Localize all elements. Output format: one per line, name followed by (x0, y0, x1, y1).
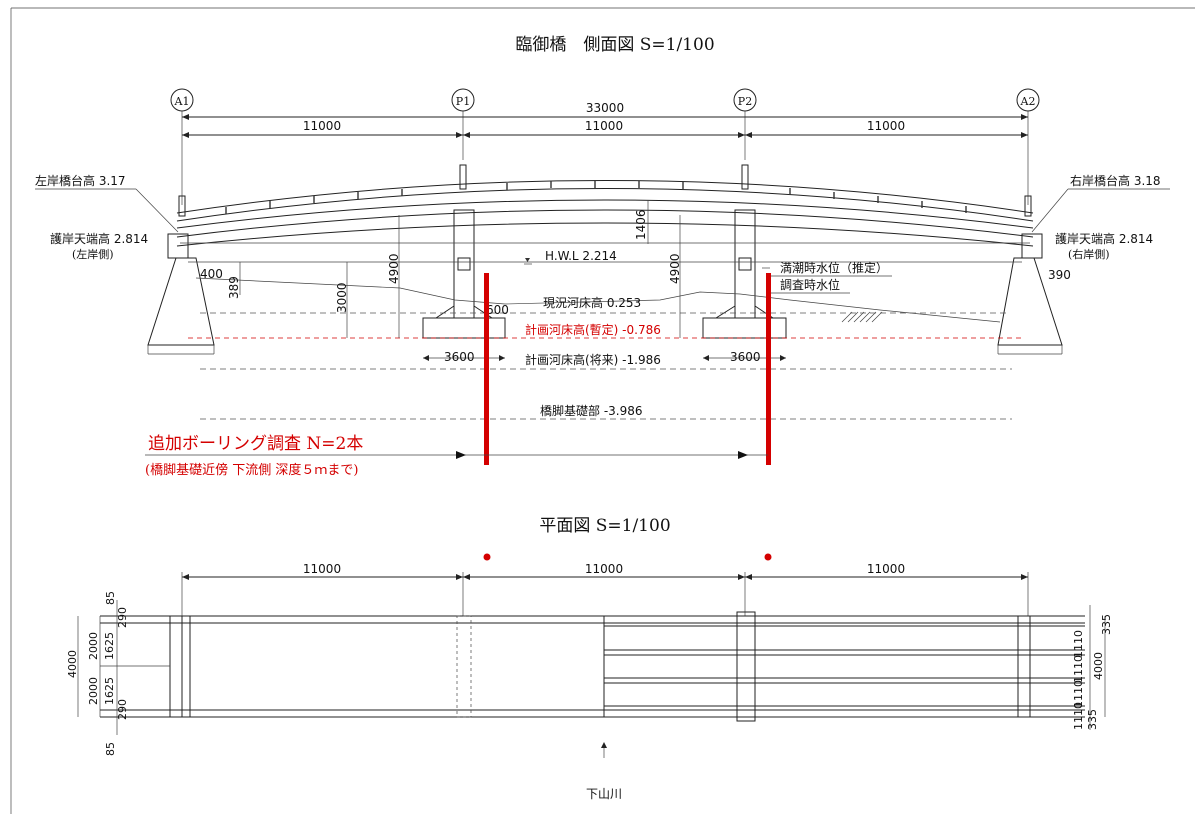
support-marker-p2: P2 (733, 88, 757, 112)
plan-dim-span-2: 11000 (585, 562, 623, 576)
support-marker-a2: A2 (1016, 88, 1040, 112)
dim-4900-left: 4900 (387, 253, 401, 284)
right-abutment (997, 233, 1063, 355)
plan-dim-span-1: 11000 (303, 562, 341, 576)
plan-left-dim-290-top: 290 (116, 607, 129, 628)
pier-p1 (422, 209, 506, 339)
plan-left-dim-1625-bottom: 1625 (103, 677, 116, 705)
dim-390: 390 (1048, 268, 1071, 282)
support-marker-a1: A1 (170, 88, 194, 112)
high-tide-label: 満潮時水位（推定） (780, 260, 888, 275)
svg-text:P2: P2 (738, 95, 752, 108)
left-abutment (147, 233, 215, 355)
boring-marker-p1 (484, 273, 489, 465)
survey-water-label: 調査時水位 (780, 277, 840, 292)
dim-total-span: 33000 (586, 101, 624, 115)
boring-marker-p2 (766, 273, 771, 465)
dim-span-1: 11000 (303, 119, 341, 133)
plan-right-dim-335-top: 335 (1100, 614, 1113, 635)
dim-3600-right: 3600 (730, 350, 761, 364)
plan-left-dim-1625-top: 1625 (103, 632, 116, 660)
right-revetment-label: 護岸天端高 2.814 (1055, 231, 1153, 246)
pier-p2 (702, 209, 787, 339)
river-name-label: 下山川 (586, 787, 622, 801)
left-revetment-label: 護岸天端高 2.814 (50, 231, 148, 246)
plan-right-dim-335-bottom: 335 (1086, 709, 1099, 730)
plan-deck (100, 611, 1085, 722)
dim-span-2: 11000 (585, 119, 623, 133)
boring-title: 追加ボーリング調査 N=2本 (148, 434, 363, 454)
boring-dot-p1 (483, 553, 491, 561)
plan-right-dim-1110-a: 1110 (1072, 630, 1085, 658)
right-revetment-side: (右岸側) (1068, 247, 1110, 261)
plan-left-dim-4000: 4000 (66, 650, 79, 678)
left-revetment-side: (左岸側) (72, 248, 114, 261)
svg-text:A2: A2 (1020, 95, 1036, 108)
bridge-arch (176, 164, 1034, 247)
pier-foundation-label: 橋脚基礎部 -3.986 (540, 403, 643, 418)
dim-400: 400 (200, 267, 223, 281)
left-abutment-height-label: 左岸橋台高 3.17 (35, 173, 126, 188)
dim-4900-right: 4900 (668, 253, 682, 284)
hwl-label: H.W.L 2.214 (545, 249, 617, 263)
plan-right-dim-4000: 4000 (1092, 652, 1105, 680)
side-view-title: 臨御橋 側面図 S=1/100 (515, 35, 714, 55)
current-riverbed-line (195, 277, 1001, 323)
svg-text:A1: A1 (174, 95, 190, 108)
riverbed-plan-future-label: 計画河床高(将来) -1.986 (525, 352, 661, 367)
riverbed-current-label: 現況河床高 0.253 (543, 295, 641, 310)
plan-left-dim-85-top: 85 (104, 591, 117, 605)
plan-dim-span-3: 11000 (867, 562, 905, 576)
boring-dot-p2 (764, 553, 772, 561)
dim-3600-left: 3600 (444, 350, 475, 364)
right-abutment-height-label: 右岸橋台高 3.18 (1070, 173, 1161, 188)
dim-1406: 1406 (634, 209, 648, 240)
plan-left-dim-2000-top: 2000 (87, 632, 100, 660)
ground-hatch (841, 311, 883, 323)
plan-right-dim-1110-b: 1110 (1072, 655, 1085, 683)
svg-text:P1: P1 (456, 95, 470, 108)
plan-left-dim-85-bottom: 85 (104, 742, 117, 756)
riverbed-plan-temp-label: 計画河床高(暫定) -0.786 (525, 322, 661, 337)
plan-left-dim-290-bottom: 290 (116, 699, 129, 720)
dim-span-3: 11000 (867, 119, 905, 133)
plan-right-dim-1110-d: 1110 (1072, 702, 1085, 730)
dim-389: 389 (227, 276, 241, 299)
boring-note: (橋脚基礎近傍 下流側 深度５ｍまで) (145, 462, 358, 478)
plan-left-dim-2000-bottom: 2000 (87, 677, 100, 705)
flow-arrow-icon (601, 742, 607, 758)
dim-600: 600 (486, 303, 509, 317)
dim-3000: 3000 (335, 282, 349, 313)
plan-view-title: 平面図 S=1/100 (539, 516, 670, 536)
support-marker-p1: P1 (451, 88, 475, 112)
plan-right-dim-1110-c: 1110 (1072, 680, 1085, 708)
